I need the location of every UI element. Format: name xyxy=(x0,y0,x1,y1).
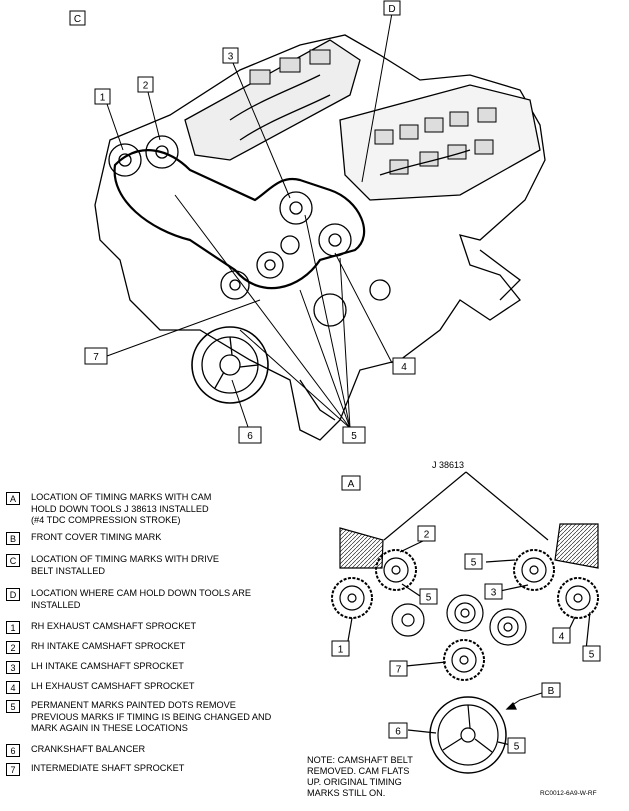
legend-text: LH INTAKE CAMSHAFT SPROCKET xyxy=(31,661,184,671)
svg-text:3: 3 xyxy=(228,52,234,63)
engine-leader-lines xyxy=(106,12,393,429)
legend-row-a: A LOCATION OF TIMING MARKS WITH CAM HOLD… xyxy=(6,492,296,527)
crankshaft-balancer xyxy=(429,696,507,774)
callout-1-detail: 1 xyxy=(331,640,350,657)
svg-text:7: 7 xyxy=(93,352,99,363)
legend-key: 7 xyxy=(6,763,20,776)
legend-row-1: 1 RH EXHAUST CAMSHAFT SPROCKET xyxy=(6,621,296,634)
legend-key: 6 xyxy=(6,744,20,757)
legend-text: LOCATION OF TIMING MARKS WITH DRIVE BELT… xyxy=(31,554,220,576)
callout-3-engine: 3 xyxy=(222,47,239,64)
callout-b-detail: B xyxy=(541,682,561,698)
legend-text: PERMANENT MARKS PAINTED DOTS REMOVE PREV… xyxy=(31,700,272,733)
callout-5-detail-c: 5 xyxy=(582,645,601,662)
legend-row-c: C LOCATION OF TIMING MARKS WITH DRIVE BE… xyxy=(6,554,296,577)
legend-key: A xyxy=(6,492,20,505)
svg-text:2: 2 xyxy=(424,530,430,541)
legend-row-6: 6 CRANKSHAFT BALANCER xyxy=(6,744,296,757)
legend-text: CRANKSHAFT BALANCER xyxy=(31,744,146,754)
legend-key: C xyxy=(6,554,20,567)
figure-code: RC0012-6A9-W-RF xyxy=(540,790,597,797)
callout-7-detail: 7 xyxy=(389,660,408,677)
legend-text: INTERMEDIATE SHAFT SPROCKET xyxy=(31,763,185,773)
legend-text: RH INTAKE CAMSHAFT SPROCKET xyxy=(31,641,186,651)
legend-text: LH EXHAUST CAMSHAFT SPROCKET xyxy=(31,681,195,691)
callout-5-engine: 5 xyxy=(342,426,366,444)
callout-c: C xyxy=(69,10,86,26)
svg-text:D: D xyxy=(388,4,395,15)
callout-5-detail-b: 5 xyxy=(464,553,483,570)
sprocket-7 xyxy=(443,639,485,681)
legend-key: 5 xyxy=(6,700,20,713)
svg-text:A: A xyxy=(348,479,355,490)
svg-text:5: 5 xyxy=(589,650,595,661)
callout-2-engine: 2 xyxy=(137,76,154,93)
sprocket-2 xyxy=(375,549,417,591)
note-caption: NOTE: CAMSHAFT BELT REMOVED. CAM FLATS U… xyxy=(307,755,413,798)
callout-d: D xyxy=(383,0,401,16)
legend-key: B xyxy=(6,532,20,545)
legend-row-5: 5 PERMANENT MARKS PAINTED DOTS REMOVE PR… xyxy=(6,700,296,735)
idler-pulley-center xyxy=(446,594,484,632)
legend-text: LOCATION OF TIMING MARKS WITH CAM HOLD D… xyxy=(31,492,212,525)
svg-text:B: B xyxy=(548,686,555,697)
svg-text:5: 5 xyxy=(514,742,520,753)
legend-key: 4 xyxy=(6,681,20,694)
legend-text: RH EXHAUST CAMSHAFT SPROCKET xyxy=(31,621,197,631)
legend-row-2: 2 RH INTAKE CAMSHAFT SPROCKET xyxy=(6,641,296,654)
svg-text:3: 3 xyxy=(491,588,497,599)
sprocket-4 xyxy=(557,577,599,619)
callout-5-detail-a: 5 xyxy=(419,588,438,605)
callout-3-detail: 3 xyxy=(484,583,503,600)
legend-text: LOCATION WHERE CAM HOLD DOWN TOOLS ARE I… xyxy=(31,588,252,610)
legend-row-4: 4 LH EXHAUST CAMSHAFT SPROCKET xyxy=(6,681,296,694)
legend-row-d: D LOCATION WHERE CAM HOLD DOWN TOOLS ARE… xyxy=(6,588,296,611)
callout-4-engine: 4 xyxy=(392,357,416,375)
callout-7-engine: 7 xyxy=(84,347,108,365)
legend-key: D xyxy=(6,588,20,601)
callout-5-detail-d: 5 xyxy=(507,737,526,754)
svg-text:6: 6 xyxy=(395,727,401,738)
callout-6-engine: 6 xyxy=(238,426,262,444)
callout-a-detail: A xyxy=(341,475,361,491)
sprocket-1 xyxy=(331,577,373,619)
svg-text:7: 7 xyxy=(396,665,402,676)
svg-text:C: C xyxy=(74,14,81,25)
svg-text:2: 2 xyxy=(143,81,149,92)
idler-pulley-left xyxy=(391,603,425,637)
svg-text:4: 4 xyxy=(401,362,407,373)
svg-text:5: 5 xyxy=(351,431,357,442)
sprocket-detail xyxy=(331,471,599,774)
svg-text:6: 6 xyxy=(247,431,253,442)
svg-text:5: 5 xyxy=(471,558,477,569)
sprocket-3 xyxy=(513,549,555,591)
callout-6-detail: 6 xyxy=(388,722,408,739)
tool-label: J 38613 xyxy=(432,460,465,470)
svg-text:1: 1 xyxy=(100,93,106,104)
legend-key: 2 xyxy=(6,641,20,654)
legend-row-b: B FRONT COVER TIMING MARK xyxy=(6,532,296,545)
svg-text:1: 1 xyxy=(338,645,344,656)
legend-row-3: 3 LH INTAKE CAMSHAFT SPROCKET xyxy=(6,661,296,674)
legend-key: 1 xyxy=(6,621,20,634)
legend-row-7: 7 INTERMEDIATE SHAFT SPROCKET xyxy=(6,763,296,776)
legend-key: 3 xyxy=(6,661,20,674)
callout-1-engine: 1 xyxy=(94,88,111,105)
engine-illustration xyxy=(94,34,546,441)
callout-4-detail: 4 xyxy=(552,627,571,644)
idler-pulley-right xyxy=(489,608,527,646)
callout-2-detail: 2 xyxy=(417,525,436,542)
legend-text: FRONT COVER TIMING MARK xyxy=(31,532,162,542)
svg-text:5: 5 xyxy=(426,593,432,604)
svg-text:4: 4 xyxy=(559,632,565,643)
